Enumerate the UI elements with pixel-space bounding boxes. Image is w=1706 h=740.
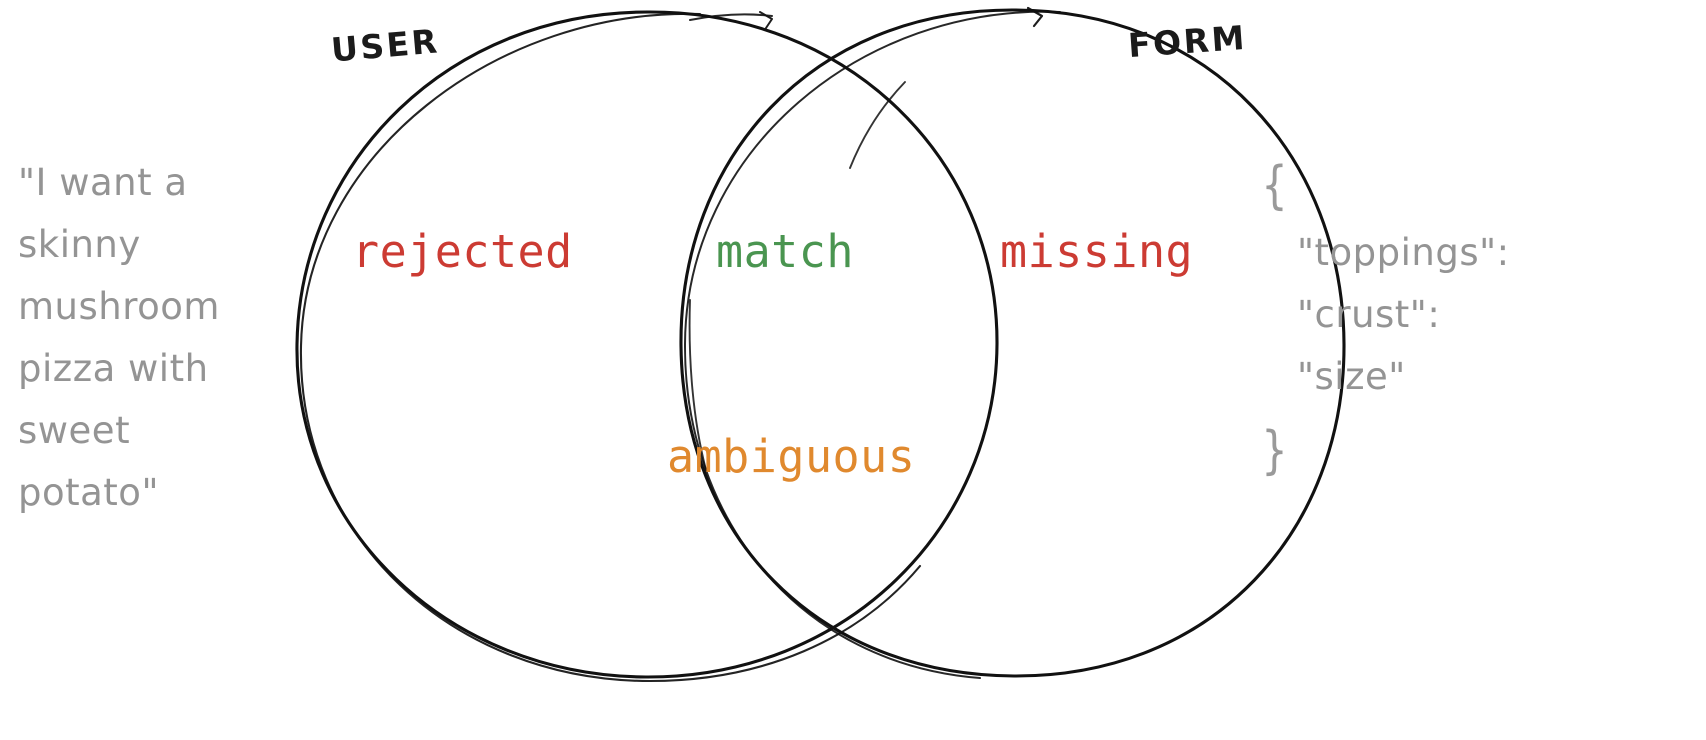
venn-circle-form-stroke-3 bbox=[849, 81, 906, 169]
set-label-form: FORM bbox=[1126, 17, 1249, 66]
venn-circle-form-stroke-2 bbox=[683, 10, 1061, 679]
user-utterance-annotation: "I want a skinny mushroom pizza with swe… bbox=[18, 161, 220, 514]
venn-circle-form-stroke-4 bbox=[688, 299, 707, 471]
venn-circle-user-stroke-2 bbox=[299, 12, 922, 683]
venn-circle-form-arrowtip bbox=[1026, 6, 1044, 28]
venn-circle-user-stroke-1 bbox=[295, 10, 999, 679]
schema-close-brace: } bbox=[1261, 421, 1288, 481]
region-label-missing: missing bbox=[1000, 225, 1194, 278]
schema-open-brace: { bbox=[1261, 156, 1288, 216]
region-label-rejected: rejected bbox=[352, 225, 573, 278]
region-label-ambiguous: ambiguous bbox=[667, 430, 916, 483]
region-label-match: match bbox=[716, 225, 854, 278]
venn-circle-form-stroke-1 bbox=[679, 8, 1346, 678]
venn-circle-user-arrowtip bbox=[759, 11, 773, 29]
form-schema-annotation: "toppings": "crust": "size" bbox=[1297, 231, 1510, 398]
